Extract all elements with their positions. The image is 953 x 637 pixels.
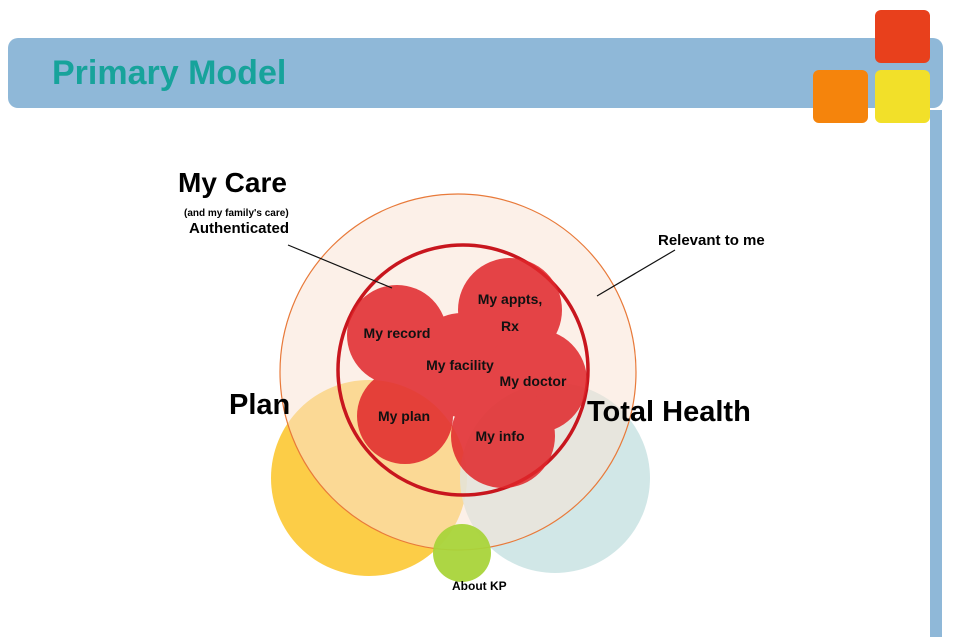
about-kp-circle [433, 524, 491, 582]
label-my-appts-line1: My appts, [478, 291, 543, 307]
total-health-label: Total Health [587, 396, 751, 428]
label-my-plan: My plan [378, 408, 430, 424]
header-bar [8, 38, 943, 108]
decor-square-yellow [875, 70, 930, 123]
label-my-facility: My facility [426, 357, 494, 373]
bubble-my-plan [357, 368, 453, 464]
decor-square-orange [813, 70, 868, 123]
decor-square-red [875, 10, 930, 63]
page-title: Primary Model [52, 54, 287, 92]
label-my-record: My record [364, 325, 431, 341]
my-care-title: My Care [178, 167, 287, 198]
relevant-callout-line [596, 249, 676, 297]
my-care-subtitle: (and my family's care) [184, 208, 289, 219]
label-my-doctor: My doctor [500, 373, 567, 389]
bubble-my-info [451, 384, 555, 488]
my-care-ring [336, 243, 590, 497]
side-bar [930, 110, 942, 637]
my-care-status: Authenticated [189, 220, 290, 237]
label-my-appts-line2: Rx [501, 318, 519, 334]
label-my-info: My info [476, 428, 525, 444]
about-kp-label: About KP [452, 579, 507, 593]
relevant-label: Relevant to me [658, 232, 765, 249]
my-care-callout-line [287, 244, 393, 289]
plan-label: Plan [229, 389, 291, 421]
